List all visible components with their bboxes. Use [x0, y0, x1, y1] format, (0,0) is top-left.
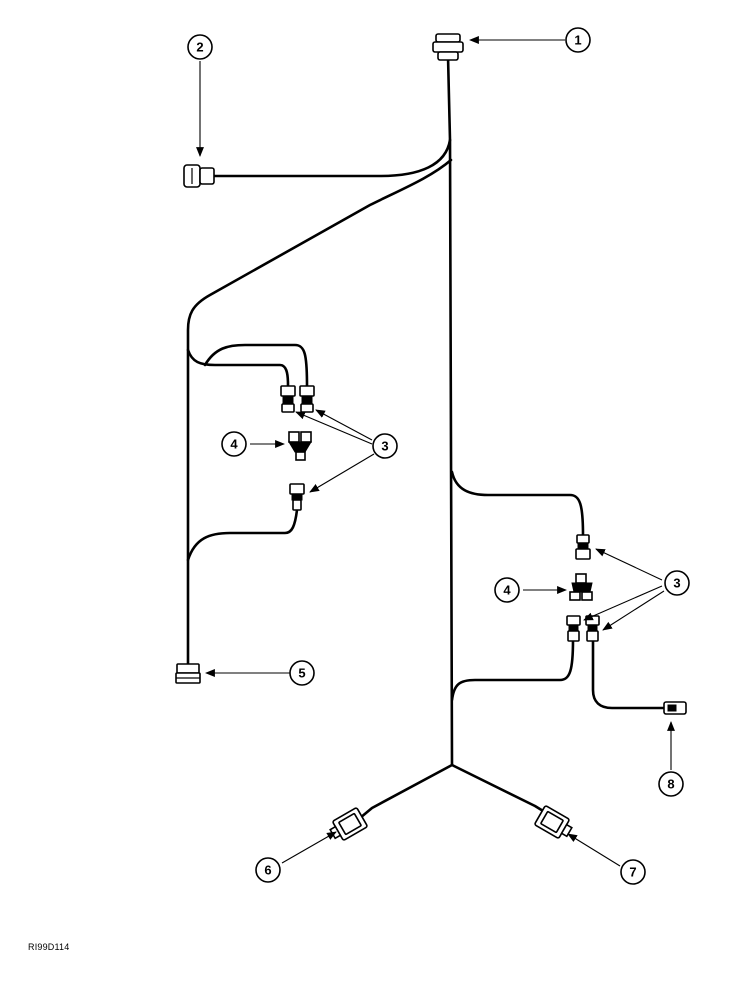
connector-5-icon [175, 663, 201, 684]
callout-6: 6 [255, 857, 281, 883]
svg-text:7: 7 [629, 865, 636, 880]
callout-4-left: 4 [221, 431, 247, 457]
branch-wire-left-trunk [186, 158, 453, 667]
svg-text:2: 2 [196, 40, 203, 55]
connector-3-right-single-icon [575, 534, 591, 560]
leader-3a-3 [309, 453, 375, 493]
leader-3a-2 [295, 411, 373, 445]
callout-4-right: 4 [494, 577, 520, 603]
leader-lines [196, 36, 675, 867]
svg-text:6: 6 [264, 863, 271, 878]
connector-3-upper-right-icon [299, 385, 315, 413]
branch-wire-8 [591, 638, 667, 710]
connector-6-icon [329, 807, 368, 841]
connector-3-right-pair-left-icon [566, 615, 581, 642]
leader-3b-1 [595, 548, 663, 581]
callout-2: 2 [187, 34, 213, 60]
connector-8-icon [663, 701, 687, 715]
callout-8: 8 [658, 771, 684, 797]
connector-4-upper-icon [288, 431, 312, 461]
callout-1: 1 [565, 27, 591, 53]
branch-wire-6 [358, 763, 454, 820]
svg-text:3: 3 [381, 439, 388, 454]
connector-2-icon [183, 164, 215, 188]
branch-wire-2 [212, 138, 452, 178]
connector-3-lower-left-icon [289, 483, 305, 511]
connector-1-icon [432, 33, 464, 61]
branch-wire-upper-3 [186, 348, 290, 387]
branch-wire-right-pair [450, 638, 575, 702]
svg-text:1: 1 [574, 33, 581, 48]
branch-wire-7 [450, 763, 550, 816]
leader-7 [567, 833, 621, 867]
connector-3-right-pair-right-icon [585, 615, 600, 642]
connector-7-icon [534, 805, 573, 839]
callout-5: 5 [289, 660, 315, 686]
leader-3b-2 [583, 585, 663, 621]
callout-3-right: 3 [664, 570, 690, 596]
svg-text:4: 4 [503, 583, 511, 598]
svg-text:3: 3 [673, 576, 680, 591]
figure-reference-code: RI99D114 [28, 942, 70, 952]
branch-wire-lower-3 [186, 508, 299, 562]
leader-3b-3 [602, 590, 665, 631]
svg-text:5: 5 [298, 666, 305, 681]
leader-3a-1 [315, 409, 373, 441]
svg-text:8: 8 [667, 777, 674, 792]
callout-7: 7 [620, 859, 646, 885]
branch-wire-upper-3b [203, 343, 309, 388]
svg-text:4: 4 [230, 437, 238, 452]
leader-6 [281, 831, 337, 864]
connector-3-upper-left-icon [280, 385, 296, 413]
branch-wire-right-3 [450, 470, 585, 537]
callout-3-left: 3 [372, 433, 398, 459]
harness-wires [186, 54, 667, 820]
connector-4-right-icon [569, 573, 593, 601]
